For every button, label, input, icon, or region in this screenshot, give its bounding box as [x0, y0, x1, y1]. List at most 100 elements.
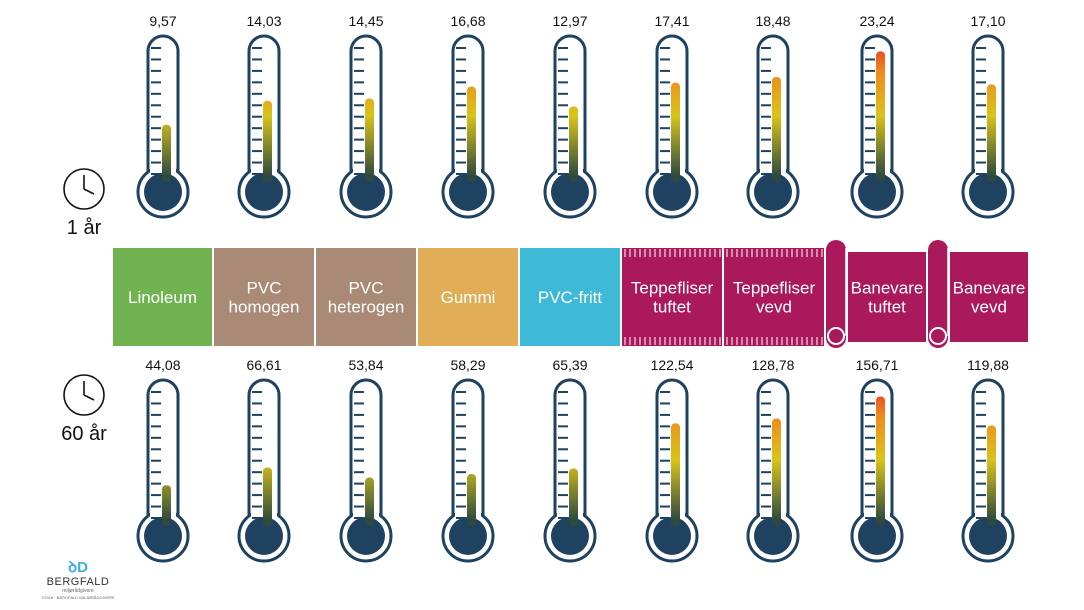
- thermometer: [339, 378, 393, 563]
- thermometer-bulb: [347, 517, 385, 555]
- bergfald-logo: ꝺD BERGFALD miljørådgivere ©2018 · BERGF…: [38, 560, 118, 606]
- mercury-bar: [876, 51, 885, 183]
- value-label: 66,61: [246, 357, 281, 373]
- thermometer: [441, 34, 495, 219]
- mercury-bar: [569, 468, 578, 526]
- value-label: 17,41: [654, 13, 689, 29]
- thermometer-bulb: [653, 173, 691, 211]
- thermometer: [850, 378, 904, 563]
- category-label: Gummi: [441, 288, 496, 307]
- mercury-bar: [162, 124, 171, 182]
- category-cell: Gummi: [418, 248, 518, 346]
- mercury-bar: [671, 82, 680, 182]
- category-label: Linoleum: [128, 288, 197, 307]
- value-label: 156,71: [856, 357, 899, 373]
- value-label: 44,08: [145, 357, 180, 373]
- mercury-bar: [467, 86, 476, 182]
- thermometer-bulb: [449, 517, 487, 555]
- thermometer-bulb: [551, 517, 589, 555]
- value-label: 128,78: [752, 357, 795, 373]
- mercury-bar: [162, 485, 171, 526]
- category-label: vevd: [971, 298, 1007, 317]
- mercury-bar: [365, 477, 374, 526]
- roll-shape: [928, 240, 948, 348]
- mercury-bar: [987, 425, 996, 526]
- mercury-bar: [263, 100, 272, 182]
- category-label: PVC: [349, 279, 384, 298]
- thermometer: [961, 34, 1015, 219]
- value-label: 14,45: [348, 13, 383, 29]
- mercury-bar: [772, 76, 781, 182]
- mercury-bar: [263, 467, 272, 526]
- thermometer: [136, 34, 190, 219]
- row-label-60-years: 60 år: [61, 423, 107, 445]
- category-cell: PVC-fritt: [520, 248, 620, 346]
- value-label: 16,68: [450, 13, 485, 29]
- thermometer-bulb: [858, 173, 896, 211]
- thermometer: [645, 34, 699, 219]
- thermometer-bulb: [754, 517, 792, 555]
- thermometer-bulb: [653, 517, 691, 555]
- thermometer: [339, 34, 393, 219]
- category-label: vevd: [756, 298, 792, 317]
- thermometer-bulb: [245, 173, 283, 211]
- thermometer: [237, 378, 291, 563]
- clock-icon: [63, 374, 105, 416]
- value-label: 14,03: [246, 13, 281, 29]
- thermometer: [961, 378, 1015, 563]
- thermometer-bulb: [144, 517, 182, 555]
- thermometer: [237, 34, 291, 219]
- logo-tagline: miljørådgivere: [62, 588, 94, 594]
- thermometer: [543, 34, 597, 219]
- thermometer-bulb: [969, 173, 1007, 211]
- roll-shape: [826, 240, 846, 348]
- mercury-bar: [467, 474, 476, 526]
- thermometer-bulb: [551, 173, 589, 211]
- thermometer: [136, 378, 190, 563]
- thermometer: [746, 34, 800, 219]
- thermometer-bulb: [858, 517, 896, 555]
- category-label: Banevare: [851, 279, 924, 298]
- value-label: 65,39: [552, 357, 587, 373]
- category-label: Teppefliser: [733, 279, 816, 298]
- bottom-thermometer-row: 44,08 66,61 53,84 58,29 65,39 122,54 128,78 156…: [136, 357, 1015, 563]
- thermometer: [543, 378, 597, 563]
- logo-copyright: ©2018 · BERGFALD MILJØRÅDGIVERE: [41, 595, 115, 600]
- category-label: PVC: [247, 279, 282, 298]
- value-label: 122,54: [651, 357, 694, 373]
- mercury-bar: [671, 423, 680, 526]
- mercury-bar: [365, 98, 374, 182]
- thermometer: [850, 34, 904, 219]
- thermometer-bulb: [754, 173, 792, 211]
- mercury-bar: [876, 396, 885, 526]
- logo-name: BERGFALD: [46, 576, 110, 588]
- thermometer-bulb: [245, 517, 283, 555]
- value-label: 119,88: [967, 357, 1009, 373]
- mercury-bar: [772, 418, 781, 526]
- category-label: Banevare: [953, 279, 1026, 298]
- clock-icon: [63, 168, 105, 210]
- thermometer: [645, 378, 699, 563]
- category-label: heterogen: [328, 298, 405, 317]
- value-label: 23,24: [859, 13, 894, 29]
- mercury-bar: [569, 106, 578, 182]
- value-label: 53,84: [348, 357, 383, 373]
- category-label: tuftet: [653, 298, 691, 317]
- mercury-bar: [987, 84, 996, 182]
- value-label: 9,57: [149, 13, 176, 29]
- category-label: tuftet: [868, 298, 906, 317]
- thermometer-bulb: [969, 517, 1007, 555]
- thermometer: [441, 378, 495, 563]
- value-label: 58,29: [450, 357, 485, 373]
- category-label: PVC-fritt: [538, 288, 603, 307]
- logo-mark: ꝺD: [68, 559, 88, 576]
